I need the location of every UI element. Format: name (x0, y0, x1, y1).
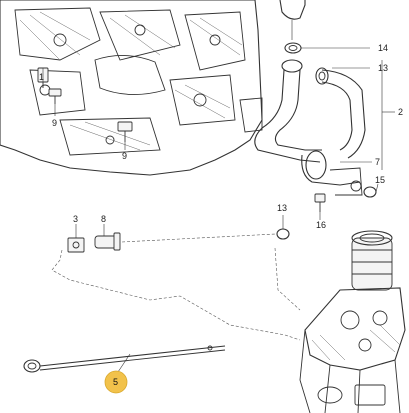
dashed-guide-dipstick (51, 249, 301, 341)
callout-7: 7 (375, 157, 380, 167)
callout-14: 14 (378, 43, 388, 53)
engine-front-panel (0, 0, 263, 176)
callout-15: 15 (375, 175, 385, 185)
top-connector (279, 0, 306, 40)
seal-ring-13-mid (276, 228, 290, 240)
callout-13-mid: 13 (277, 203, 287, 213)
dipstick-part-5 (23, 345, 226, 373)
leader-lines (42, 47, 395, 373)
oil-filter-housing (299, 230, 406, 413)
callout-9-left: 9 (52, 118, 57, 128)
oil-pipe-part-2 (254, 59, 366, 196)
callout-2: 2 (398, 107, 403, 117)
dashed-guide-vertical (274, 247, 301, 311)
callout-13-top: 13 (378, 63, 388, 73)
callout-1: 1 (39, 72, 44, 82)
callout-8: 8 (101, 214, 106, 224)
bolt-part-9-mid (117, 121, 133, 142)
dashed-guide-clamp (121, 233, 277, 243)
bracket-part-3 (67, 237, 85, 253)
seal-ring-14 (284, 42, 302, 54)
callout-16: 16 (316, 220, 326, 230)
callout-9-mid: 9 (122, 151, 127, 161)
callout-5-highlight[interactable]: 5 (104, 370, 128, 394)
seal-ring-15 (363, 186, 377, 198)
callout-3: 3 (73, 214, 78, 224)
bolt-part-16 (314, 193, 326, 212)
bolt-part-9-left (48, 88, 62, 104)
clamp-part-8 (94, 232, 121, 251)
callout-5: 5 (113, 377, 118, 387)
